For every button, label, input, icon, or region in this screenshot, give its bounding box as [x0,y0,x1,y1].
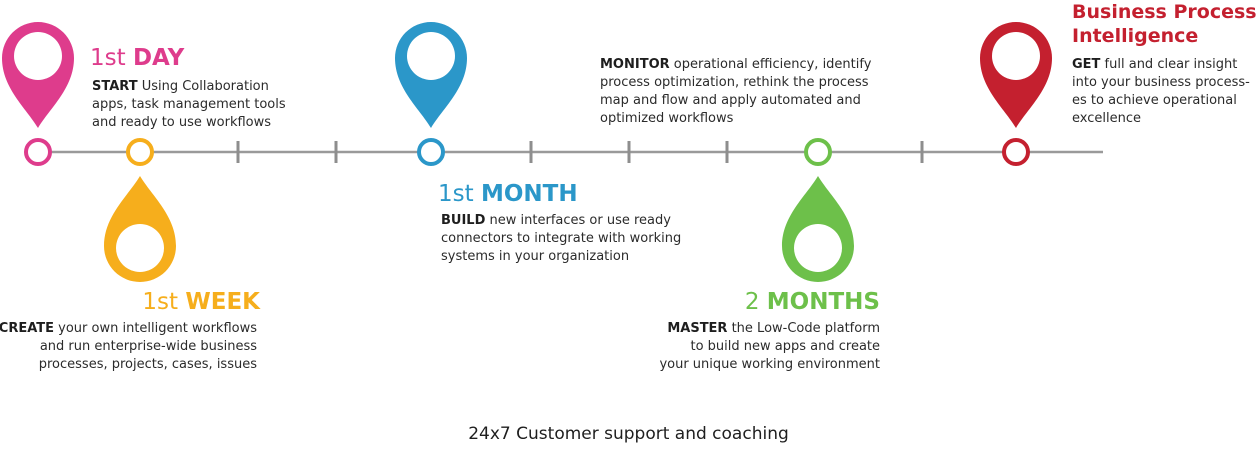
stage-desc-line: Using Collaboration [137,79,269,94]
stage-desc-line: your own intelligent workflows [54,321,257,336]
stage-lead-word: MASTER [667,321,728,336]
stage-desc-line: process optimization, rethink the proces… [600,75,869,90]
stage-desc-line: and ready to use workflows [92,115,272,130]
milestone-ring-day [24,138,52,166]
stage-desc-line: the Low-Code platform [727,321,880,336]
stage-description-months: MASTER the Low-Code platform to build ne… [659,320,880,374]
stage-lead-word: GET [1072,57,1101,72]
milestone-ring-week [126,138,154,166]
stage-desc-line: optimized workflows [600,111,734,126]
stage-description-monitor: MONITOR operational efficiency, identify… [600,56,871,128]
stage-title-day: 1st DAY [90,44,184,72]
stage-description-bpi: GET full and clear insight into your bus… [1072,56,1250,128]
map-pin-icon [104,176,176,282]
stage-title-months: 2 MONTHS [745,288,880,316]
stage-desc-line: excellence [1072,111,1141,126]
stage-description-month: BUILD new interfaces or use ready connec… [441,212,681,266]
stage-title-prefix: 1st [142,289,179,315]
stage-title-strong: WEEK [185,289,260,315]
stage-desc-line: systems in your organization [441,249,630,264]
stage-desc-line: full and clear insight [1100,57,1238,72]
stage-desc-line: to build new apps and create [690,339,880,354]
stage-desc-line: and run enterprise-wide business [39,339,257,354]
map-pin-icon [2,22,74,128]
stage-desc-line: apps, task management tools [92,97,286,112]
stage-lead-word: BUILD [441,213,486,228]
stage-title-bpi: Business Process Intelligence [1072,0,1257,48]
stage-desc-line: into your business process- [1072,75,1250,90]
stage-title-prefix: 2 [744,289,760,315]
stage-desc-line: your unique working environment [659,357,880,372]
stage-lead-word: MONITOR [600,57,670,72]
stage-title-strong: MONTH [480,181,578,207]
milestone-ring-months [804,138,832,166]
map-pin-icon [395,22,467,128]
stage-title-prefix: 1st [438,181,474,207]
stage-description-day: START Using Collaboration apps, task man… [92,78,286,132]
map-pin-icon [980,22,1052,128]
milestone-ring-bpi [1002,138,1030,166]
stage-title-line: Business Process [1072,1,1257,23]
stage-desc-line: new interfaces or use ready [485,213,671,228]
stage-title-month: 1st MONTH [438,180,578,208]
stage-desc-line: es to achieve operational [1072,93,1237,108]
stage-lead-word: START [92,79,138,94]
stage-desc-line: map and flow and apply automated and [600,93,861,108]
stage-desc-line: processes, projects, cases, issues [38,357,257,372]
stage-title-strong: DAY [132,45,185,71]
timeline-ticks [236,141,924,163]
stage-lead-word: CREATE [0,321,55,336]
stage-desc-line: connectors to integrate with working [441,231,682,246]
support-footer-text: 24x7 Customer support and coaching [468,424,789,444]
stage-title-prefix: 1st [90,45,126,71]
stage-desc-line: operational efficiency, identify [669,57,872,72]
stage-title-strong: MONTHS [766,289,880,315]
milestone-markers [24,138,1030,166]
map-pin-icon [782,176,854,282]
milestone-ring-month [417,138,445,166]
stage-title-line: Intelligence [1072,25,1199,47]
stage-description-week: CREATE your own intelligent workflows an… [0,320,257,374]
stage-title-week: 1st WEEK [142,288,260,316]
